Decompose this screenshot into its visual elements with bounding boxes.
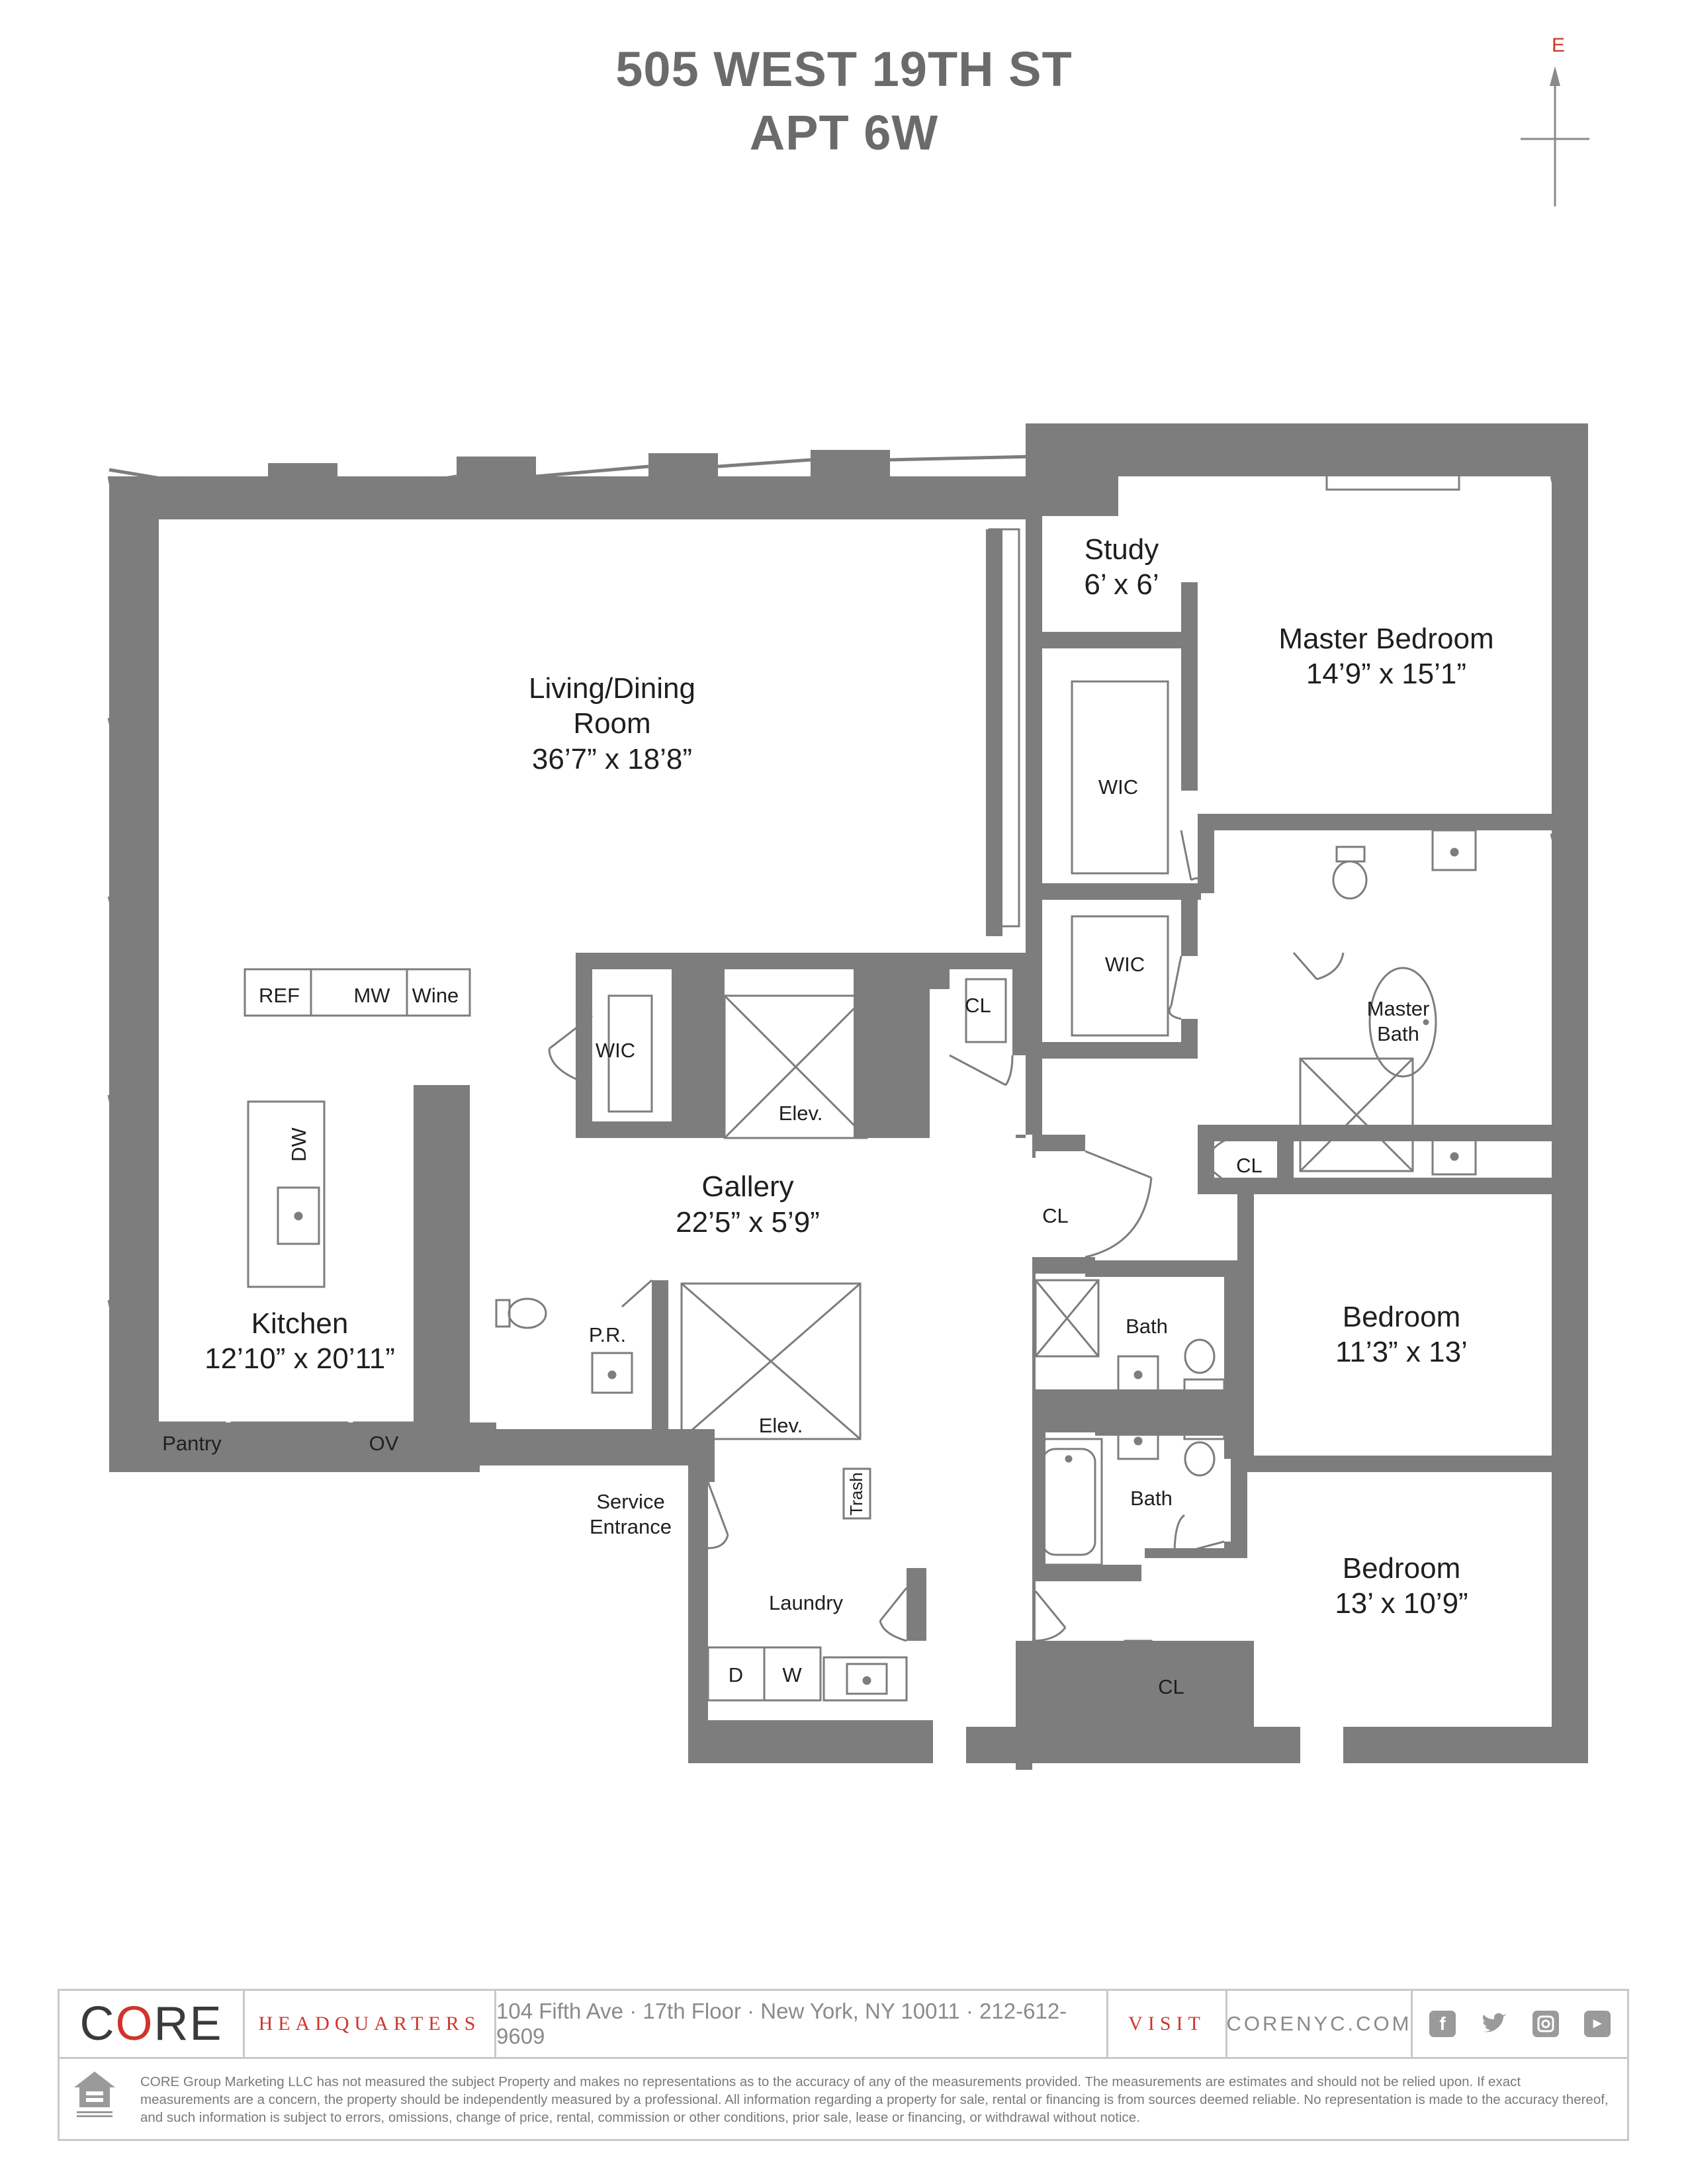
living-room-dims: 36’7” x 18’8” <box>532 743 692 775</box>
wic-label-2: WIC <box>1105 953 1145 976</box>
closet-label-4: CL <box>1158 1675 1184 1698</box>
master-bath-name: Master <box>1367 997 1430 1020</box>
bedroom-1-name: Bedroom <box>1343 1301 1461 1333</box>
listing-address: 505 WEST 19TH ST <box>615 42 1073 97</box>
trash-label: Trash <box>846 1472 866 1516</box>
laundry-name: Laundry <box>769 1591 844 1614</box>
room-labels: Living/Dining Room 36’7” x 18’8” Study 6… <box>162 533 1493 1698</box>
oven-label: OV <box>369 1432 399 1455</box>
gallery-name: Gallery <box>701 1170 793 1203</box>
visit-label: VISIT <box>1108 1991 1227 2057</box>
powder-room-name: P.R. <box>589 1323 626 1346</box>
closet-label-3: CL <box>1042 1204 1069 1227</box>
headquarters-address: 104 Fifth Ave · 17th Floor · New York, N… <box>496 1991 1108 2057</box>
headquarters-label: HEADQUARTERS <box>245 1991 496 2057</box>
twitter-icon[interactable] <box>1481 2011 1507 2037</box>
equal-housing-opportunity-icon <box>74 2072 115 2117</box>
bedroom-1-dims: 11’3” x 13’ <box>1335 1336 1468 1368</box>
website-link[interactable]: CORENYC.COM <box>1227 1991 1413 2057</box>
kitchen-dims: 12’10” x 20’11” <box>204 1342 395 1375</box>
refrigerator-label: REF <box>259 984 300 1007</box>
washer-label: W <box>782 1663 802 1686</box>
kitchen-name: Kitchen <box>251 1307 349 1340</box>
master-bedroom-name: Master Bedroom <box>1278 623 1493 655</box>
bath-1-name: Bath <box>1126 1315 1168 1338</box>
window-glazing <box>107 448 1583 1575</box>
apartment-number: APT 6W <box>749 105 939 160</box>
microwave-label: MW <box>353 984 390 1007</box>
closet-label-2: CL <box>1236 1154 1263 1177</box>
gallery-dims: 22’5” x 5’9” <box>676 1206 820 1239</box>
wic-label-3: WIC <box>596 1039 635 1062</box>
wine-fridge-label: Wine <box>412 984 459 1007</box>
compass-arrow-icon <box>1521 66 1589 206</box>
dishwasher-label: DW <box>287 1127 310 1161</box>
bedroom-2-dims: 13’ x 10’9” <box>1335 1587 1468 1620</box>
dryer-label: D <box>729 1663 743 1686</box>
bath-2-name: Bath <box>1130 1487 1173 1510</box>
wic-label-1: WIC <box>1098 775 1138 799</box>
living-room-name: Living/Dining <box>529 672 695 705</box>
facebook-icon[interactable]: f <box>1429 2011 1456 2037</box>
study-dims: 6’ x 6’ <box>1084 568 1159 601</box>
legal-disclaimer: CORE Group Marketing LLC has not measure… <box>140 2074 1609 2125</box>
master-bath-name-2: Bath <box>1377 1022 1419 1045</box>
instagram-icon[interactable] <box>1533 2011 1559 2037</box>
compass-direction-label: E <box>1551 34 1565 56</box>
study-name: Study <box>1085 533 1159 566</box>
closet-label-1: CL <box>965 994 991 1017</box>
door-swings <box>548 830 1345 1642</box>
living-room-name-2: Room <box>573 707 650 740</box>
bedroom-2-name: Bedroom <box>1343 1552 1461 1585</box>
youtube-icon[interactable]: ▶ <box>1584 2011 1611 2037</box>
service-entrance-name-2: Entrance <box>590 1515 672 1538</box>
pantry-label: Pantry <box>162 1432 222 1455</box>
service-entrance-name: Service <box>596 1490 664 1513</box>
elevator-label-1: Elev. <box>779 1102 823 1125</box>
elevator-label-2: Elev. <box>759 1414 803 1437</box>
master-bedroom-dims: 14’9” x 15’1” <box>1306 658 1466 690</box>
social-links: f ▶ <box>1413 1991 1627 2057</box>
